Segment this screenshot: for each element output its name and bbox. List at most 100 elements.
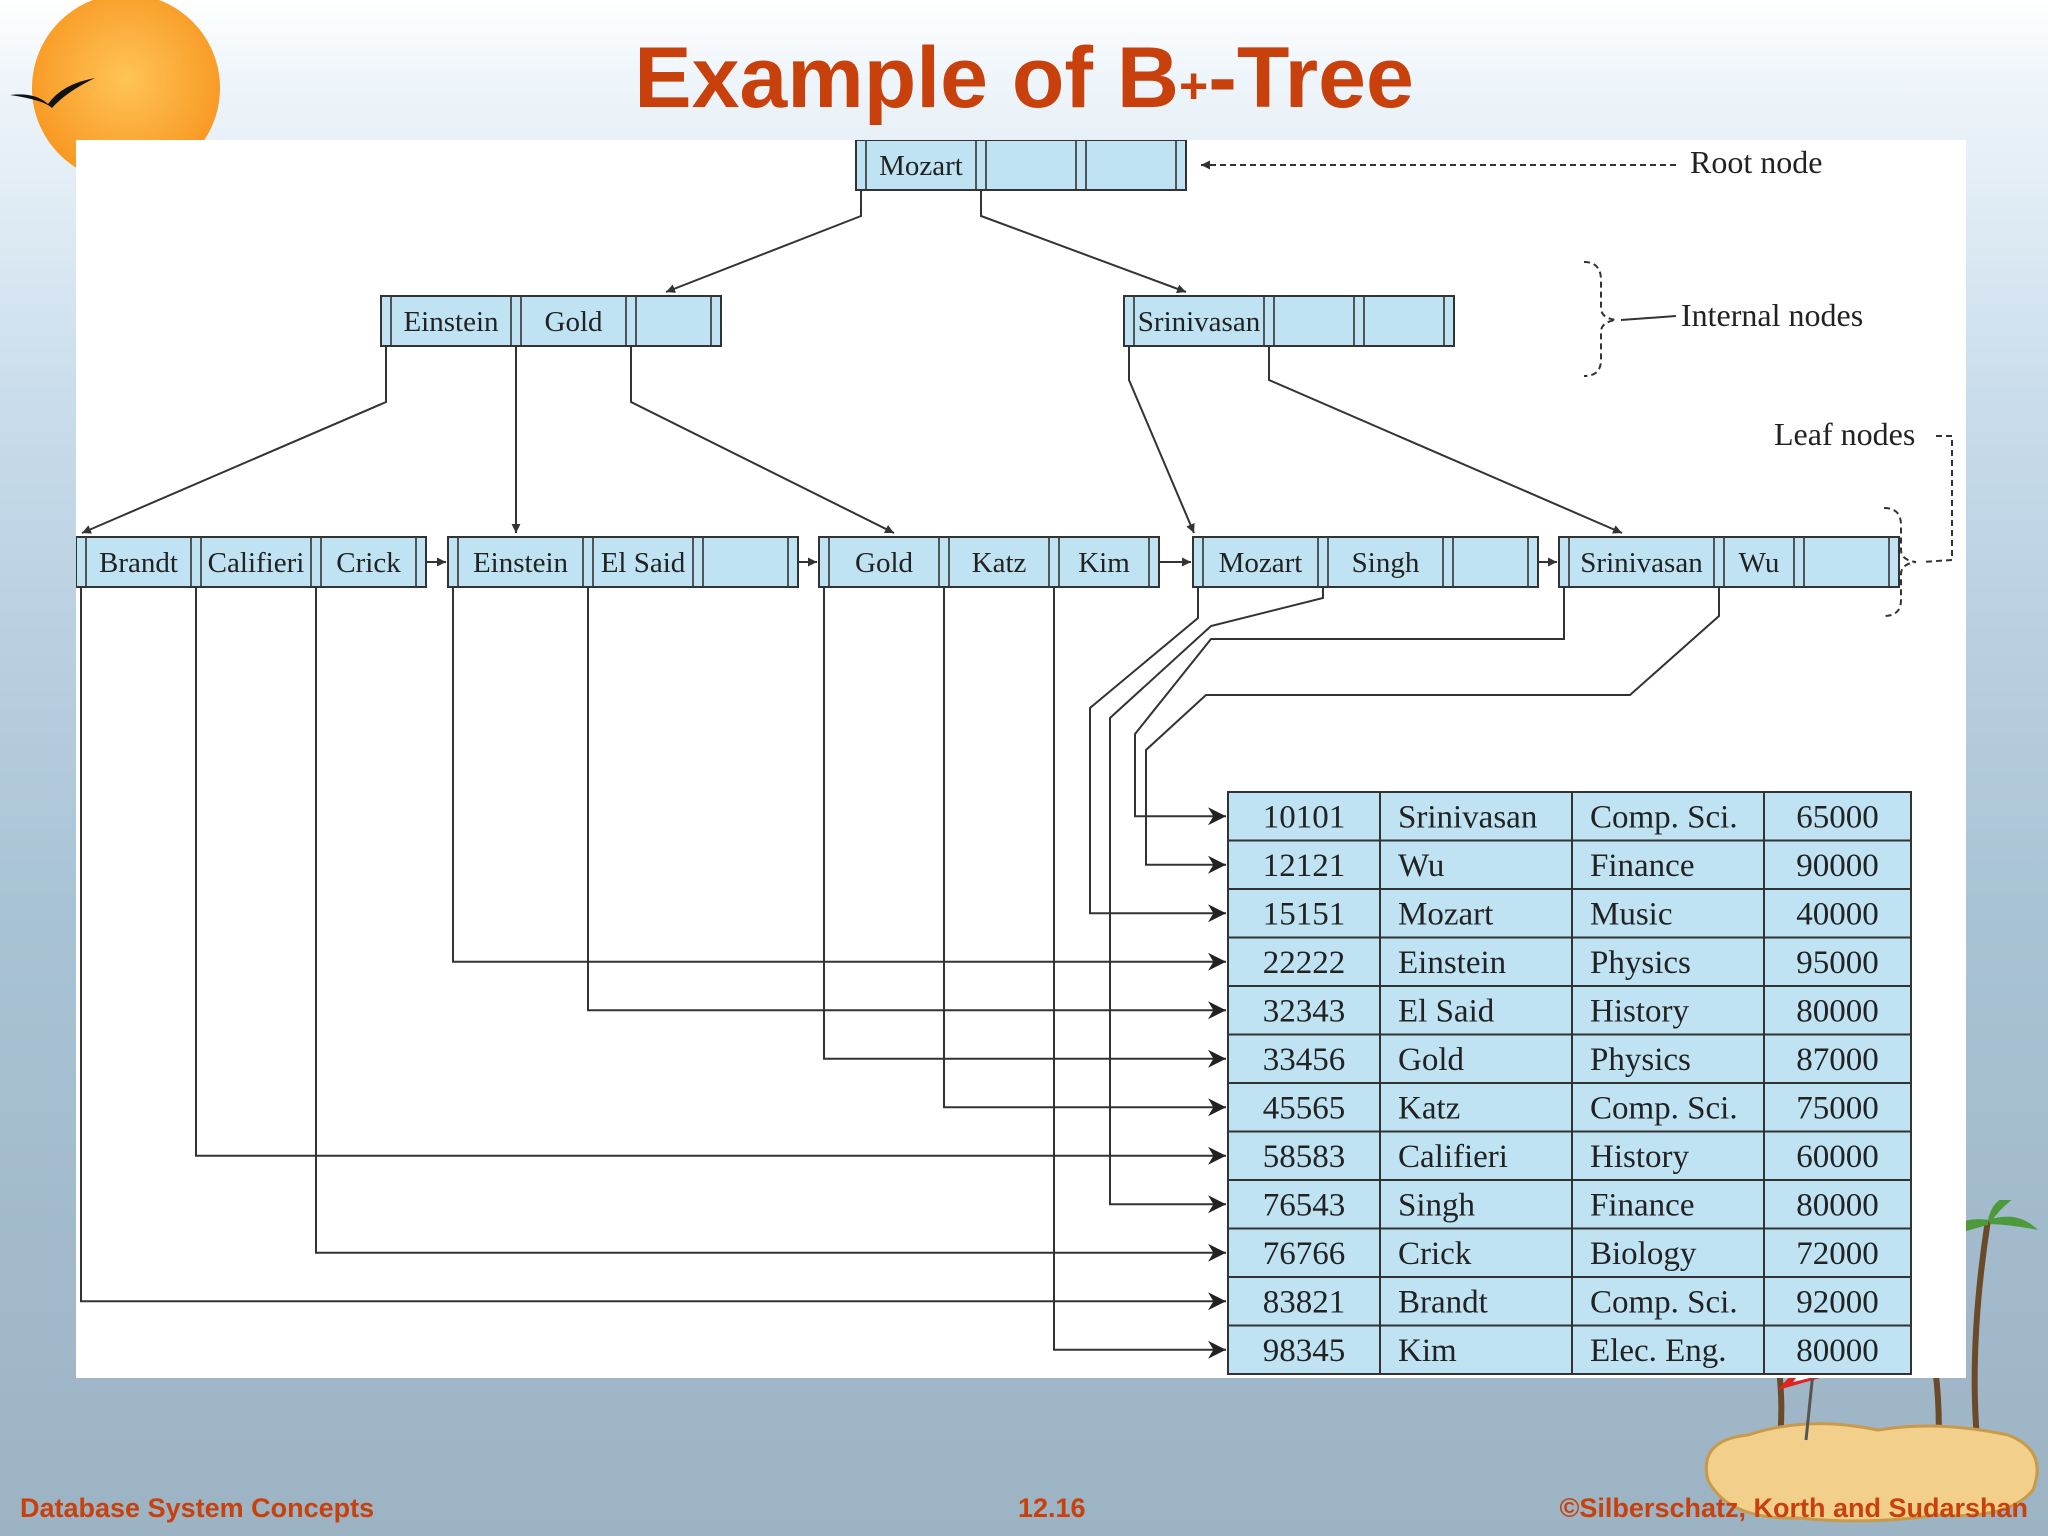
table-cell: 80000	[1796, 1333, 1879, 1369]
table-cell: 58583	[1263, 1139, 1346, 1175]
table-cell: 33456	[1263, 1042, 1346, 1078]
record-pointer	[80, 587, 1226, 1311]
node-key: Gold	[855, 547, 914, 579]
record-pointer	[1134, 587, 1565, 826]
table-row: 76543 Singh Finance 80000	[1227, 1179, 1912, 1230]
node-key: Srinivasan	[1138, 306, 1261, 338]
table-cell: Comp. Sci.	[1590, 1090, 1738, 1126]
pointer-line	[1128, 346, 1195, 534]
table-cell: 72000	[1796, 1236, 1879, 1272]
table-row-box	[1227, 1033, 1912, 1084]
table-cell: 80000	[1796, 1187, 1879, 1223]
node-key: Wu	[1739, 547, 1780, 579]
table-cell: 12121	[1263, 848, 1346, 884]
title-superscript: +	[1179, 58, 1209, 114]
pointer-line	[81, 346, 387, 534]
table-cell: 32343	[1263, 993, 1346, 1029]
table-cell: 75000	[1796, 1090, 1879, 1126]
table-row-box	[1227, 791, 1912, 842]
table-cell: 76766	[1263, 1236, 1346, 1272]
root-node: Mozart	[855, 139, 1187, 191]
sun-bird-logo	[10, 0, 220, 170]
table-cell: 95000	[1796, 945, 1879, 981]
table-cell: Comp. Sci.	[1590, 799, 1738, 835]
table-cell: 80000	[1796, 993, 1879, 1029]
record-pointer	[1053, 587, 1226, 1359]
table-cell: Califieri	[1398, 1139, 1508, 1175]
table-cell: Finance	[1590, 848, 1694, 884]
table-cell: 60000	[1796, 1139, 1879, 1175]
node-box	[75, 536, 427, 588]
table-cell: 65000	[1796, 799, 1879, 835]
table-cell: History	[1590, 1139, 1690, 1175]
node-box	[855, 139, 1187, 191]
leaf-label-connector	[1921, 435, 1953, 563]
node-key: Califieri	[208, 547, 305, 579]
pointer-line	[980, 190, 1187, 294]
table-row-box	[1227, 1227, 1912, 1278]
leaf-nodes-brace	[1883, 507, 1917, 617]
table-row: 33456 Gold Physics 87000	[1227, 1033, 1912, 1084]
table-cell: Comp. Sci.	[1590, 1284, 1738, 1320]
island-sand	[1704, 1422, 2039, 1523]
table-cell: Finance	[1590, 1187, 1694, 1223]
table-cell: 15151	[1263, 896, 1346, 932]
table-row-box	[1227, 1082, 1912, 1133]
record-pointer	[943, 587, 1226, 1117]
table-row: 58583 Califieri History 60000	[1227, 1130, 1912, 1181]
node-box	[380, 295, 722, 347]
annotation-labels: Root node Internal nodes Leaf nodes	[1681, 144, 1915, 452]
slide-title: Example of B+-Tree	[0, 28, 2048, 128]
node-key: Mozart	[879, 150, 963, 182]
record-pointer	[1109, 587, 1324, 1214]
table-cell: Singh	[1398, 1187, 1476, 1223]
table-cell: 83821	[1263, 1284, 1346, 1320]
table-cell: Mozart	[1398, 896, 1493, 932]
record-pointer	[823, 587, 1226, 1068]
footer-copyright: ©Silberschatz, Korth and Sudarshan	[1559, 1493, 2028, 1523]
leaf-nodes-label: Leaf nodes	[1774, 416, 1915, 452]
node-key: Einstein	[473, 547, 569, 579]
table-row-box	[1227, 1179, 1912, 1230]
table-cell: 22222	[1263, 945, 1346, 981]
node-key: Srinivasan	[1580, 547, 1703, 579]
record-pointer	[1089, 587, 1226, 923]
table-cell: Physics	[1590, 1042, 1691, 1078]
internal-node-right: Srinivasan	[1123, 295, 1455, 347]
record-pointer	[315, 587, 1226, 1262]
table-cell: Gold	[1398, 1042, 1465, 1078]
record-pointer	[587, 587, 1226, 1020]
table-cell: Kim	[1398, 1333, 1457, 1369]
table-row-box	[1227, 1324, 1912, 1375]
table-cell: 87000	[1796, 1042, 1879, 1078]
footer-page-number: 12.16	[1018, 1493, 1086, 1523]
table-cell: Einstein	[1398, 945, 1506, 981]
table-cell: 76543	[1263, 1187, 1346, 1223]
table-cell: 90000	[1796, 848, 1879, 884]
record-pointer	[452, 587, 1226, 971]
table-cell: Biology	[1590, 1236, 1697, 1272]
table-cell: Srinivasan	[1398, 799, 1537, 835]
table-cell: Crick	[1398, 1236, 1472, 1272]
title-suffix: -Tree	[1208, 30, 1414, 126]
node-key: El Said	[601, 547, 686, 579]
table-row: 22222 Einstein Physics 95000	[1227, 936, 1912, 987]
node-key: Gold	[545, 306, 604, 338]
internal-nodes-label: Internal nodes	[1681, 297, 1863, 333]
table-cell: Katz	[1398, 1090, 1460, 1126]
table-row: 76766 Crick Biology 72000	[1227, 1227, 1912, 1278]
leaf-node-5: Srinivasan Wu	[1558, 536, 1900, 588]
node-key: Crick	[336, 547, 401, 579]
table-cell: Physics	[1590, 945, 1691, 981]
bird-icon	[10, 78, 95, 108]
